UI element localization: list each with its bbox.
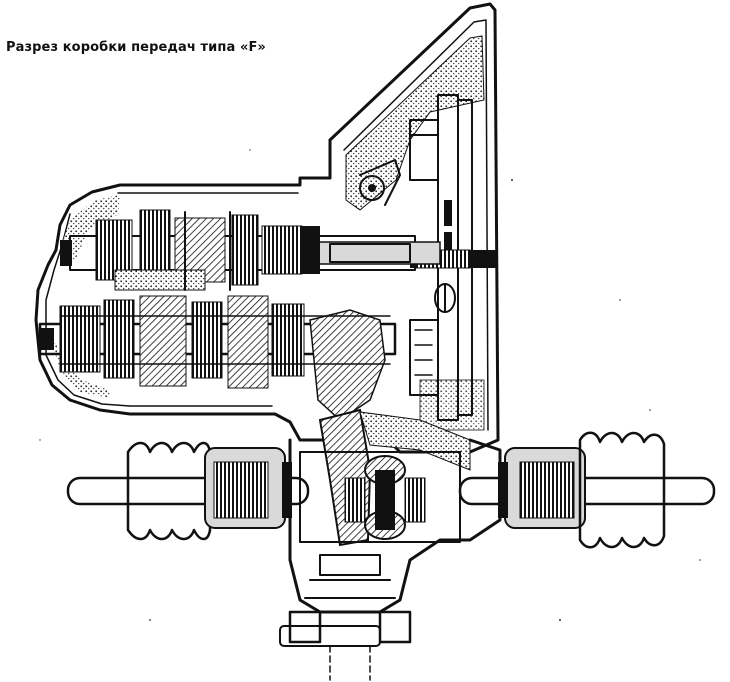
output-flange bbox=[279, 610, 412, 681]
scan-noise bbox=[39, 149, 701, 621]
secondary-shaft bbox=[38, 295, 397, 421]
left-drive-shaft bbox=[66, 441, 310, 541]
right-drive-shaft bbox=[458, 431, 716, 549]
figure-title: Разрез коробки передач типа «F» bbox=[6, 40, 266, 55]
primary-shaft bbox=[60, 209, 441, 291]
differential bbox=[288, 438, 502, 614]
